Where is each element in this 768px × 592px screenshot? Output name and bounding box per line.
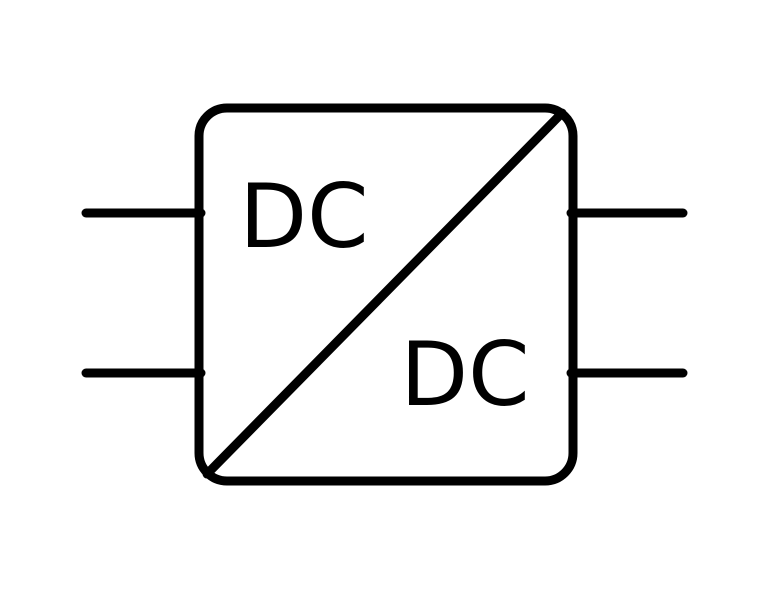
input-dc-label: DC (239, 165, 368, 268)
diagonal-divider-line (202, 108, 567, 479)
converter-body-rounded-rect (194, 103, 578, 486)
output-dc-label: DC (400, 323, 529, 426)
